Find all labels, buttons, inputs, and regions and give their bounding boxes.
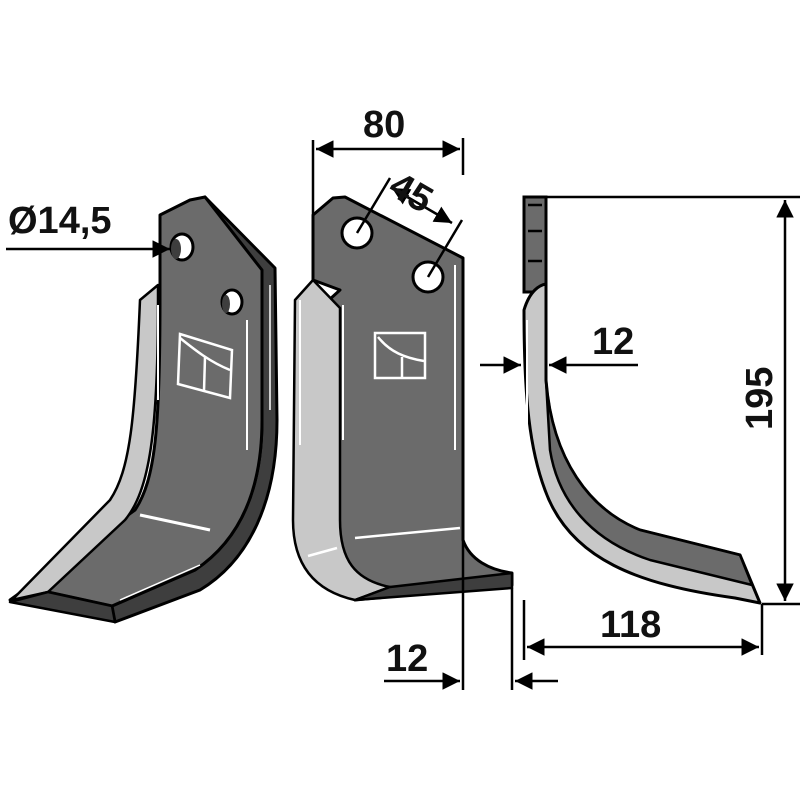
front-thickness-label: 12 [386,638,429,680]
height-label: 195 [739,366,781,430]
logo-square-mark-icon [176,332,234,400]
width-label: 80 [363,104,406,146]
dimension-lines [6,138,800,690]
hole-diameter-label: Ø14,5 [8,200,112,242]
side-thickness-label: 12 [592,321,635,363]
side-view-blade [522,195,762,605]
offset-length-label: 118 [600,604,662,646]
logo-square-mark-icon [373,331,427,380]
perspective-view-blade [8,195,279,624]
front-view-blade [291,195,514,602]
